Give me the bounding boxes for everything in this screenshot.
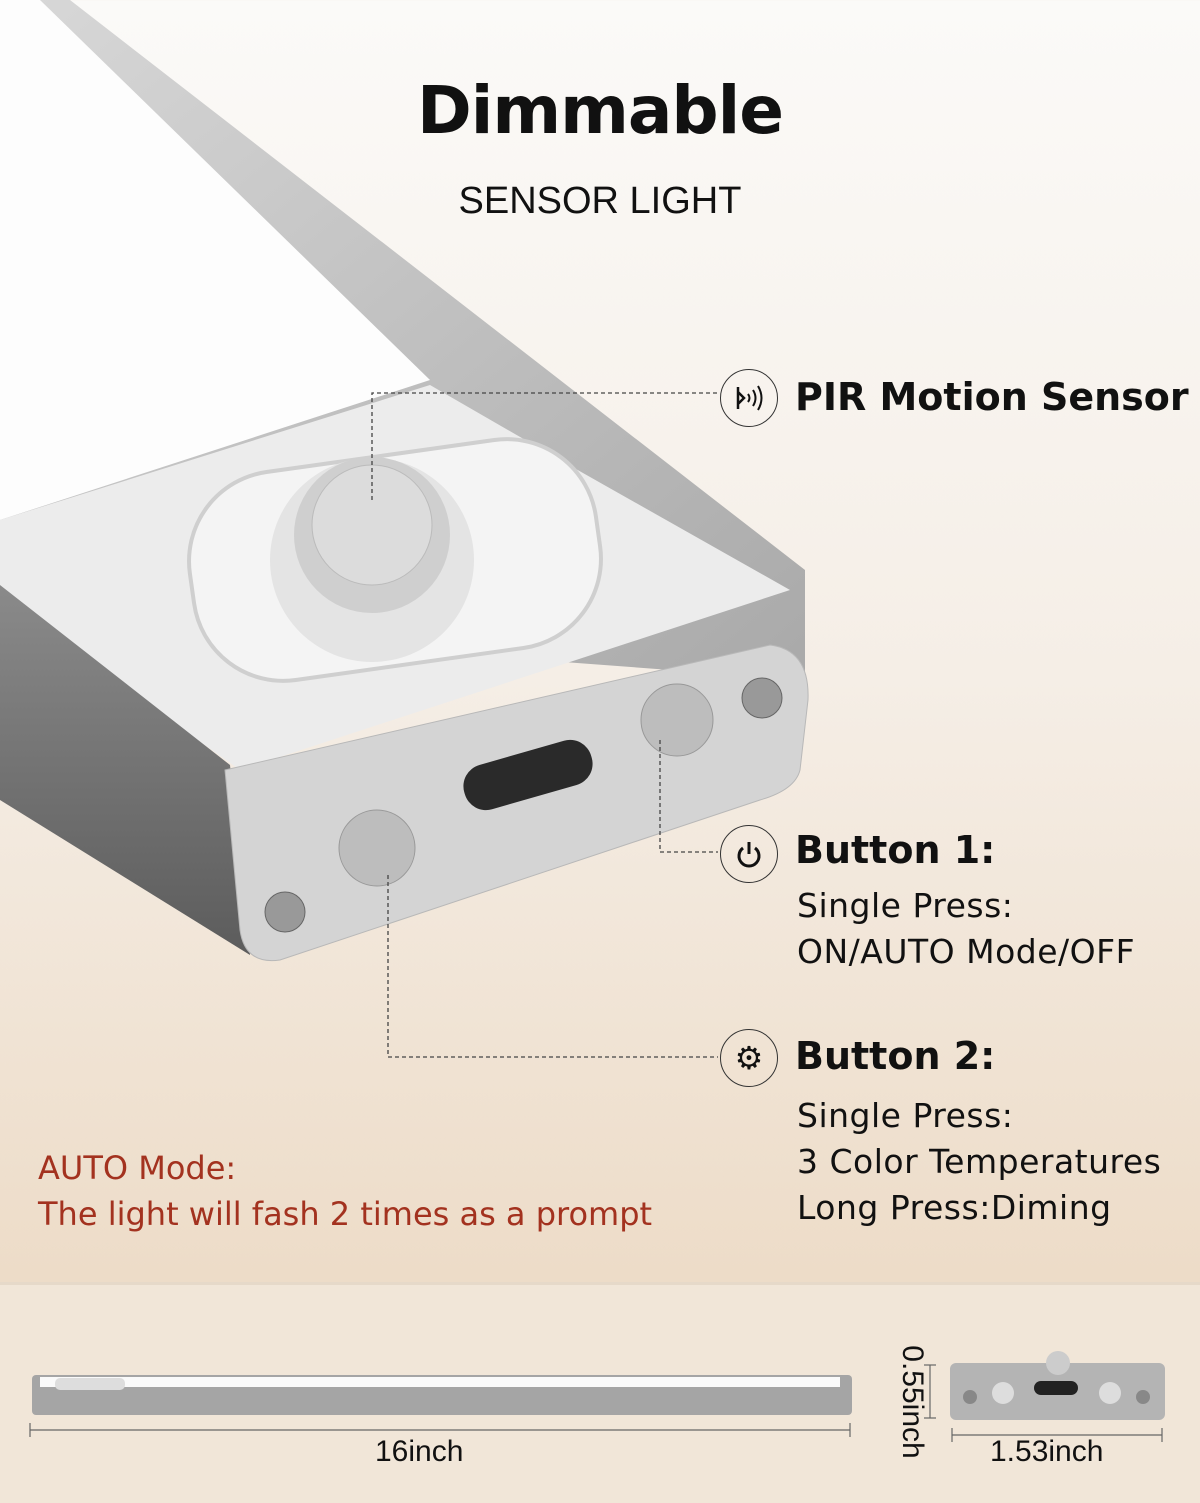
feature-label-button-2: Button 2: (795, 1034, 996, 1078)
desc-line: ON/AUTO Mode/OFF (797, 932, 1136, 971)
button-2 (338, 809, 416, 887)
desc-line: Single Press: (797, 886, 1014, 925)
auto-mode-note: AUTO Mode: The light will fash 2 times a… (38, 1145, 652, 1237)
leader-lines (371, 392, 718, 1058)
motion-sensor-icon (720, 369, 778, 427)
power-icon (720, 825, 778, 883)
height-label: 0.55inch (896, 1345, 929, 1459)
feature-desc-button-2: Single Press: 3 Color Temperatures Long … (797, 1093, 1161, 1231)
feature-label-button-1: Button 1: (795, 828, 996, 872)
length-label: 16inch (375, 1435, 464, 1468)
page-title: Dimmable (416, 72, 784, 149)
desc-line: Long Press:Diming (797, 1188, 1112, 1227)
width-label: 1.53inch (990, 1435, 1104, 1468)
feature-label-pir: PIR Motion Sensor (795, 375, 1189, 419)
bar-side (0, 585, 250, 955)
usb-c-port (463, 739, 593, 811)
screw (741, 677, 783, 719)
feature-desc-button-1: Single Press: ON/AUTO Mode/OFF (797, 883, 1135, 975)
light-panel (0, 0, 430, 520)
screw (264, 891, 306, 933)
page-subtitle: SENSOR LIGHT (458, 180, 742, 222)
button-1 (640, 683, 714, 757)
auto-mode-title: AUTO Mode: (38, 1149, 237, 1187)
desc-line: 3 Color Temperatures (797, 1142, 1162, 1181)
dimensions-panel: 16inch 0.55inch 1.53inch (0, 1282, 1200, 1503)
product-illustration (0, 0, 809, 1058)
auto-mode-text: The light will fash 2 times as a prompt (38, 1195, 653, 1233)
desc-line: Single Press: (797, 1096, 1014, 1135)
gear-icon: ⚙ (720, 1029, 778, 1087)
dimension-drawing (29, 1351, 1165, 1442)
